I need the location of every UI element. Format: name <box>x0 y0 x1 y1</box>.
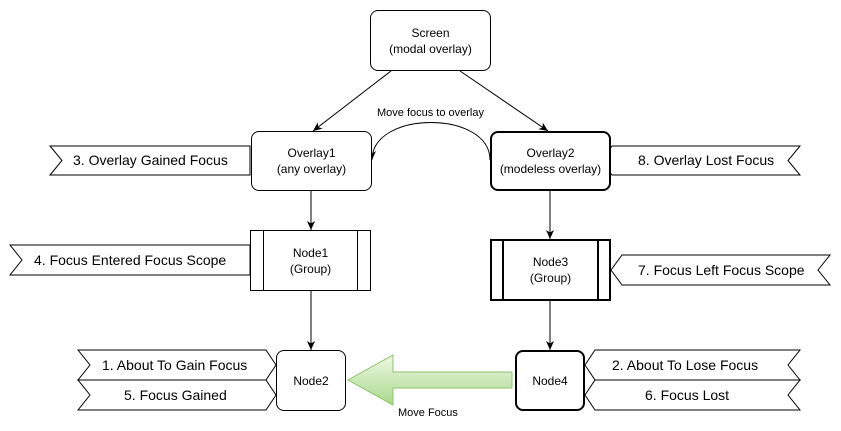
node-node1[interactable]: Node1 (Group) <box>250 230 371 291</box>
node-overlay2-title: Overlay2 <box>526 146 575 160</box>
edge-label-move-to-overlay: Move focus to overlay <box>377 106 484 120</box>
event-overlay-gained-label: 3. Overlay Gained Focus <box>73 152 228 168</box>
event-focus-lost-label: 6. Focus Lost <box>645 387 730 403</box>
node-node4[interactable]: Node4 <box>515 350 585 411</box>
event-focus-left-label: 7. Focus Left Focus Scope <box>638 262 805 278</box>
event-focus-entered-label: 4. Focus Entered Focus Scope <box>34 252 227 268</box>
node-screen-title: Screen <box>411 25 450 40</box>
event-overlay-lost-label: 8. Overlay Lost Focus <box>638 152 775 168</box>
node-node1-title: Node1 <box>292 245 329 260</box>
event-focus-gained-label: 5. Focus Gained <box>124 387 227 403</box>
edge-label-move-focus: Move Focus <box>398 406 458 420</box>
callout-focus-gained <box>76 379 277 411</box>
node-node3[interactable]: Node3 (Group) <box>490 239 611 301</box>
edge-screen-overlay2 <box>459 70 549 132</box>
node-overlay2-subtitle: (modeless overlay) <box>499 162 602 176</box>
callout-focus-lost <box>584 379 802 411</box>
node-node3-title: Node3 <box>532 255 569 269</box>
node-node2-title: Node2 <box>293 373 329 388</box>
node-overlay1[interactable]: Overlay1 (any overlay) <box>251 131 372 191</box>
callout-focus-left <box>610 254 832 286</box>
node-node4-title: Node4 <box>532 373 568 388</box>
move-focus-arrow <box>346 354 513 406</box>
node-node1-subtitle: (Group) <box>289 261 332 276</box>
callout-focus-entered <box>8 244 251 276</box>
node-node3-subtitle: (Group) <box>529 271 572 285</box>
node-screen-subtitle: (modal overlay) <box>389 41 472 56</box>
edge-overlay2-overlay1-curve <box>368 122 491 161</box>
node-overlay1-subtitle: (any overlay) <box>276 162 347 176</box>
callout-overlay-gained <box>48 145 251 176</box>
node-screen[interactable]: Screen (modal overlay) <box>370 10 491 71</box>
node-node2[interactable]: Node2 <box>276 350 346 411</box>
event-about-to-lose-label: 2. About To Lose Focus <box>612 357 759 373</box>
event-about-to-gain-label: 1. About To Gain Focus <box>102 357 248 373</box>
node-overlay1-title: Overlay1 <box>287 146 336 160</box>
node-overlay2[interactable]: Overlay2 (modeless overlay) <box>490 131 611 191</box>
edge-screen-overlay1 <box>312 70 392 132</box>
